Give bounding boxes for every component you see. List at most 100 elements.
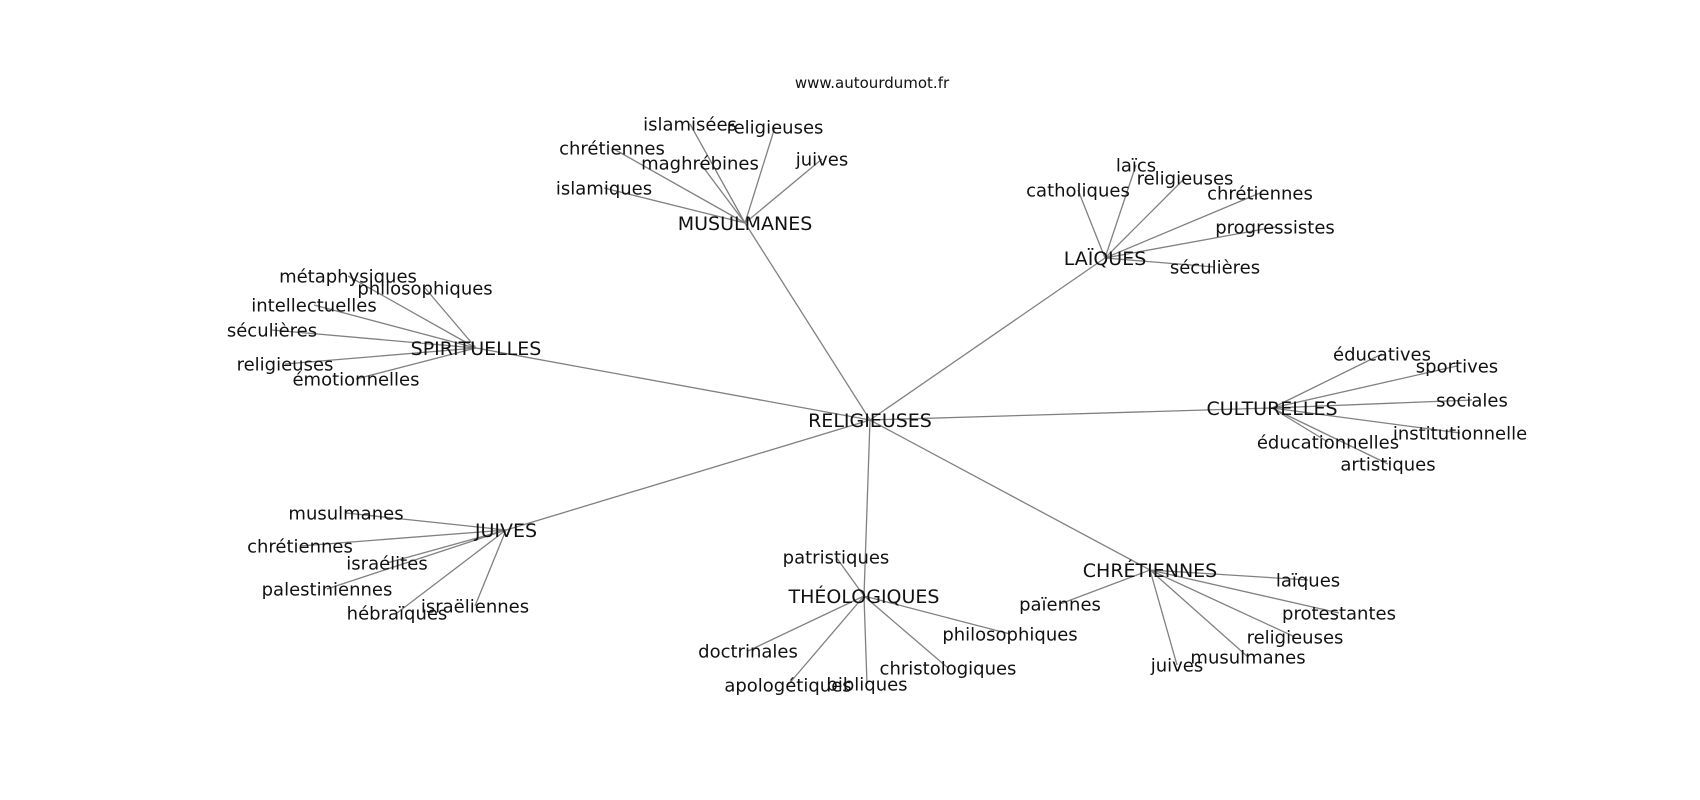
leaf-node: chrétiennes <box>1207 183 1313 204</box>
leaf-node: païennes <box>1019 594 1101 615</box>
edge-juives-leaf <box>396 529 507 614</box>
leaf-node: sociales <box>1436 390 1508 411</box>
leaf-node: religieuses <box>1137 168 1234 189</box>
edge-theologiques-leaf <box>863 595 949 669</box>
edge-culturelles-leaf <box>1271 399 1473 409</box>
leaf-node: séculières <box>1170 257 1260 278</box>
site-watermark: www.autourdumot.fr <box>795 74 950 92</box>
leaf-node: éducationnelles <box>1257 432 1399 453</box>
edge-spirituelles-leaf <box>284 347 477 365</box>
edge-center-chretiennes <box>869 419 1151 571</box>
leaf-node: laïques <box>1276 570 1340 591</box>
edge-musulmanes-leaf <box>744 158 823 224</box>
hub-node-musulmanes: MUSULMANES <box>678 213 813 235</box>
leaf-node: religieuses <box>727 117 824 138</box>
edge-laiques-leaf <box>1077 189 1106 259</box>
edge-musulmanes-leaf <box>611 147 746 224</box>
edge-laiques-leaf <box>1104 177 1186 259</box>
edge-chretiennes-leaf <box>1149 569 1296 638</box>
leaf-node: israélites <box>346 553 427 574</box>
leaf-node: laïcs <box>1116 155 1156 176</box>
leaf-node: bibliques <box>826 674 907 695</box>
leaf-node: patristiques <box>783 547 890 568</box>
edge-spirituelles-leaf <box>271 329 477 349</box>
edge-laiques-leaf <box>1104 164 1137 259</box>
edge-theologiques-leaf <box>835 556 865 597</box>
edge-center-culturelles <box>869 407 1273 421</box>
hub-node-spirituelles: SPIRITUELLES <box>411 338 542 360</box>
edge-musulmanes-leaf <box>603 187 746 224</box>
edge-spirituelles-leaf <box>424 287 477 349</box>
leaf-node: éducatives <box>1333 344 1431 365</box>
leaf-node: islamiques <box>556 178 652 199</box>
hub-node-culturelles: CULTURELLES <box>1206 398 1337 420</box>
edge-chretiennes-leaf <box>1149 569 1340 614</box>
edge-theologiques-leaf <box>787 595 865 686</box>
edge-theologiques-leaf <box>863 595 868 685</box>
leaf-node: juives <box>795 149 849 170</box>
leaf-node: juives <box>1150 655 1204 676</box>
hub-node-chretiennes: CHRÉTIENNES <box>1083 559 1217 582</box>
edge-culturelles-leaf <box>1271 365 1458 409</box>
edge-laiques-leaf <box>1104 257 1216 268</box>
edge-theologiques-leaf <box>747 595 865 652</box>
leaf-node: métaphysiques <box>279 266 417 287</box>
hub-node-juives: JUIVES <box>474 520 537 542</box>
leaf-node: protestantes <box>1282 603 1396 624</box>
edge-center-theologiques <box>863 419 871 597</box>
edge-juives-leaf <box>474 529 507 607</box>
edge-chretiennes-leaf <box>1059 569 1151 605</box>
edge-musulmanes-leaf <box>699 162 746 224</box>
leaf-node: philosophiques <box>357 278 492 299</box>
edge-center-musulmanes <box>744 222 871 421</box>
edge-culturelles-leaf <box>1271 407 1461 434</box>
edge-center-laiques <box>869 257 1106 421</box>
leaf-node: émotionnelles <box>292 369 419 390</box>
edge-juives-leaf <box>299 529 507 547</box>
leaf-node: apologétiques <box>724 675 851 696</box>
leaf-node: artistiques <box>1340 454 1435 475</box>
edge-laiques-leaf <box>1104 226 1276 259</box>
leaf-node: maghrébines <box>641 153 759 174</box>
edge-chretiennes-leaf <box>1149 569 1249 658</box>
graph-labels: www.autourdumot.fr RELIGIEUSES MUSULMANES… <box>227 74 1527 696</box>
leaf-node: musulmanes <box>1190 647 1305 668</box>
leaf-node: sportives <box>1416 356 1498 377</box>
leaf-node: musulmanes <box>288 503 403 524</box>
edge-juives-leaf <box>345 512 507 531</box>
leaf-node: palestiniennes <box>262 579 393 600</box>
center-node: RELIGIEUSES <box>808 410 932 432</box>
edge-chretiennes-leaf <box>1149 569 1309 581</box>
leaf-node: catholiques <box>1026 180 1130 201</box>
edge-juives-leaf <box>326 529 507 590</box>
leaf-node: chrétiennes <box>559 138 665 159</box>
leaf-node: intellectuelles <box>251 295 377 316</box>
edge-chretiennes-leaf <box>1149 569 1178 666</box>
leaf-node: doctrinales <box>698 641 798 662</box>
leaf-node: progressistes <box>1215 217 1335 238</box>
edge-juives-leaf <box>386 529 507 564</box>
edge-musulmanes-leaf <box>689 123 746 224</box>
edge-spirituelles-leaf <box>355 347 477 380</box>
edge-spirituelles-leaf <box>347 275 477 349</box>
leaf-node: christologiques <box>880 658 1017 679</box>
leaf-node: philosophiques <box>942 624 1077 645</box>
edge-laiques-leaf <box>1104 192 1261 259</box>
edge-culturelles-leaf <box>1271 407 1329 443</box>
edge-musulmanes-leaf <box>744 126 776 224</box>
leaf-node: institutionnelle <box>1393 423 1527 444</box>
hub-node-theologiques: THÉOLOGIQUES <box>788 585 940 608</box>
leaf-node: chrétiennes <box>247 536 353 557</box>
leaf-node: séculières <box>227 320 317 341</box>
edge-theologiques-leaf <box>863 595 1011 635</box>
edge-center-spirituelles <box>475 347 871 421</box>
leaf-node: hébraïques <box>347 603 448 624</box>
leaf-node: israëliennes <box>421 596 529 617</box>
leaf-node: religieuses <box>237 354 334 375</box>
edge-culturelles-leaf <box>1271 407 1389 465</box>
hub-node-laiques: LAÏQUES <box>1064 247 1147 270</box>
edge-culturelles-leaf <box>1271 353 1383 409</box>
edge-center-juives <box>505 419 871 531</box>
leaf-node: islamisées <box>643 114 737 135</box>
